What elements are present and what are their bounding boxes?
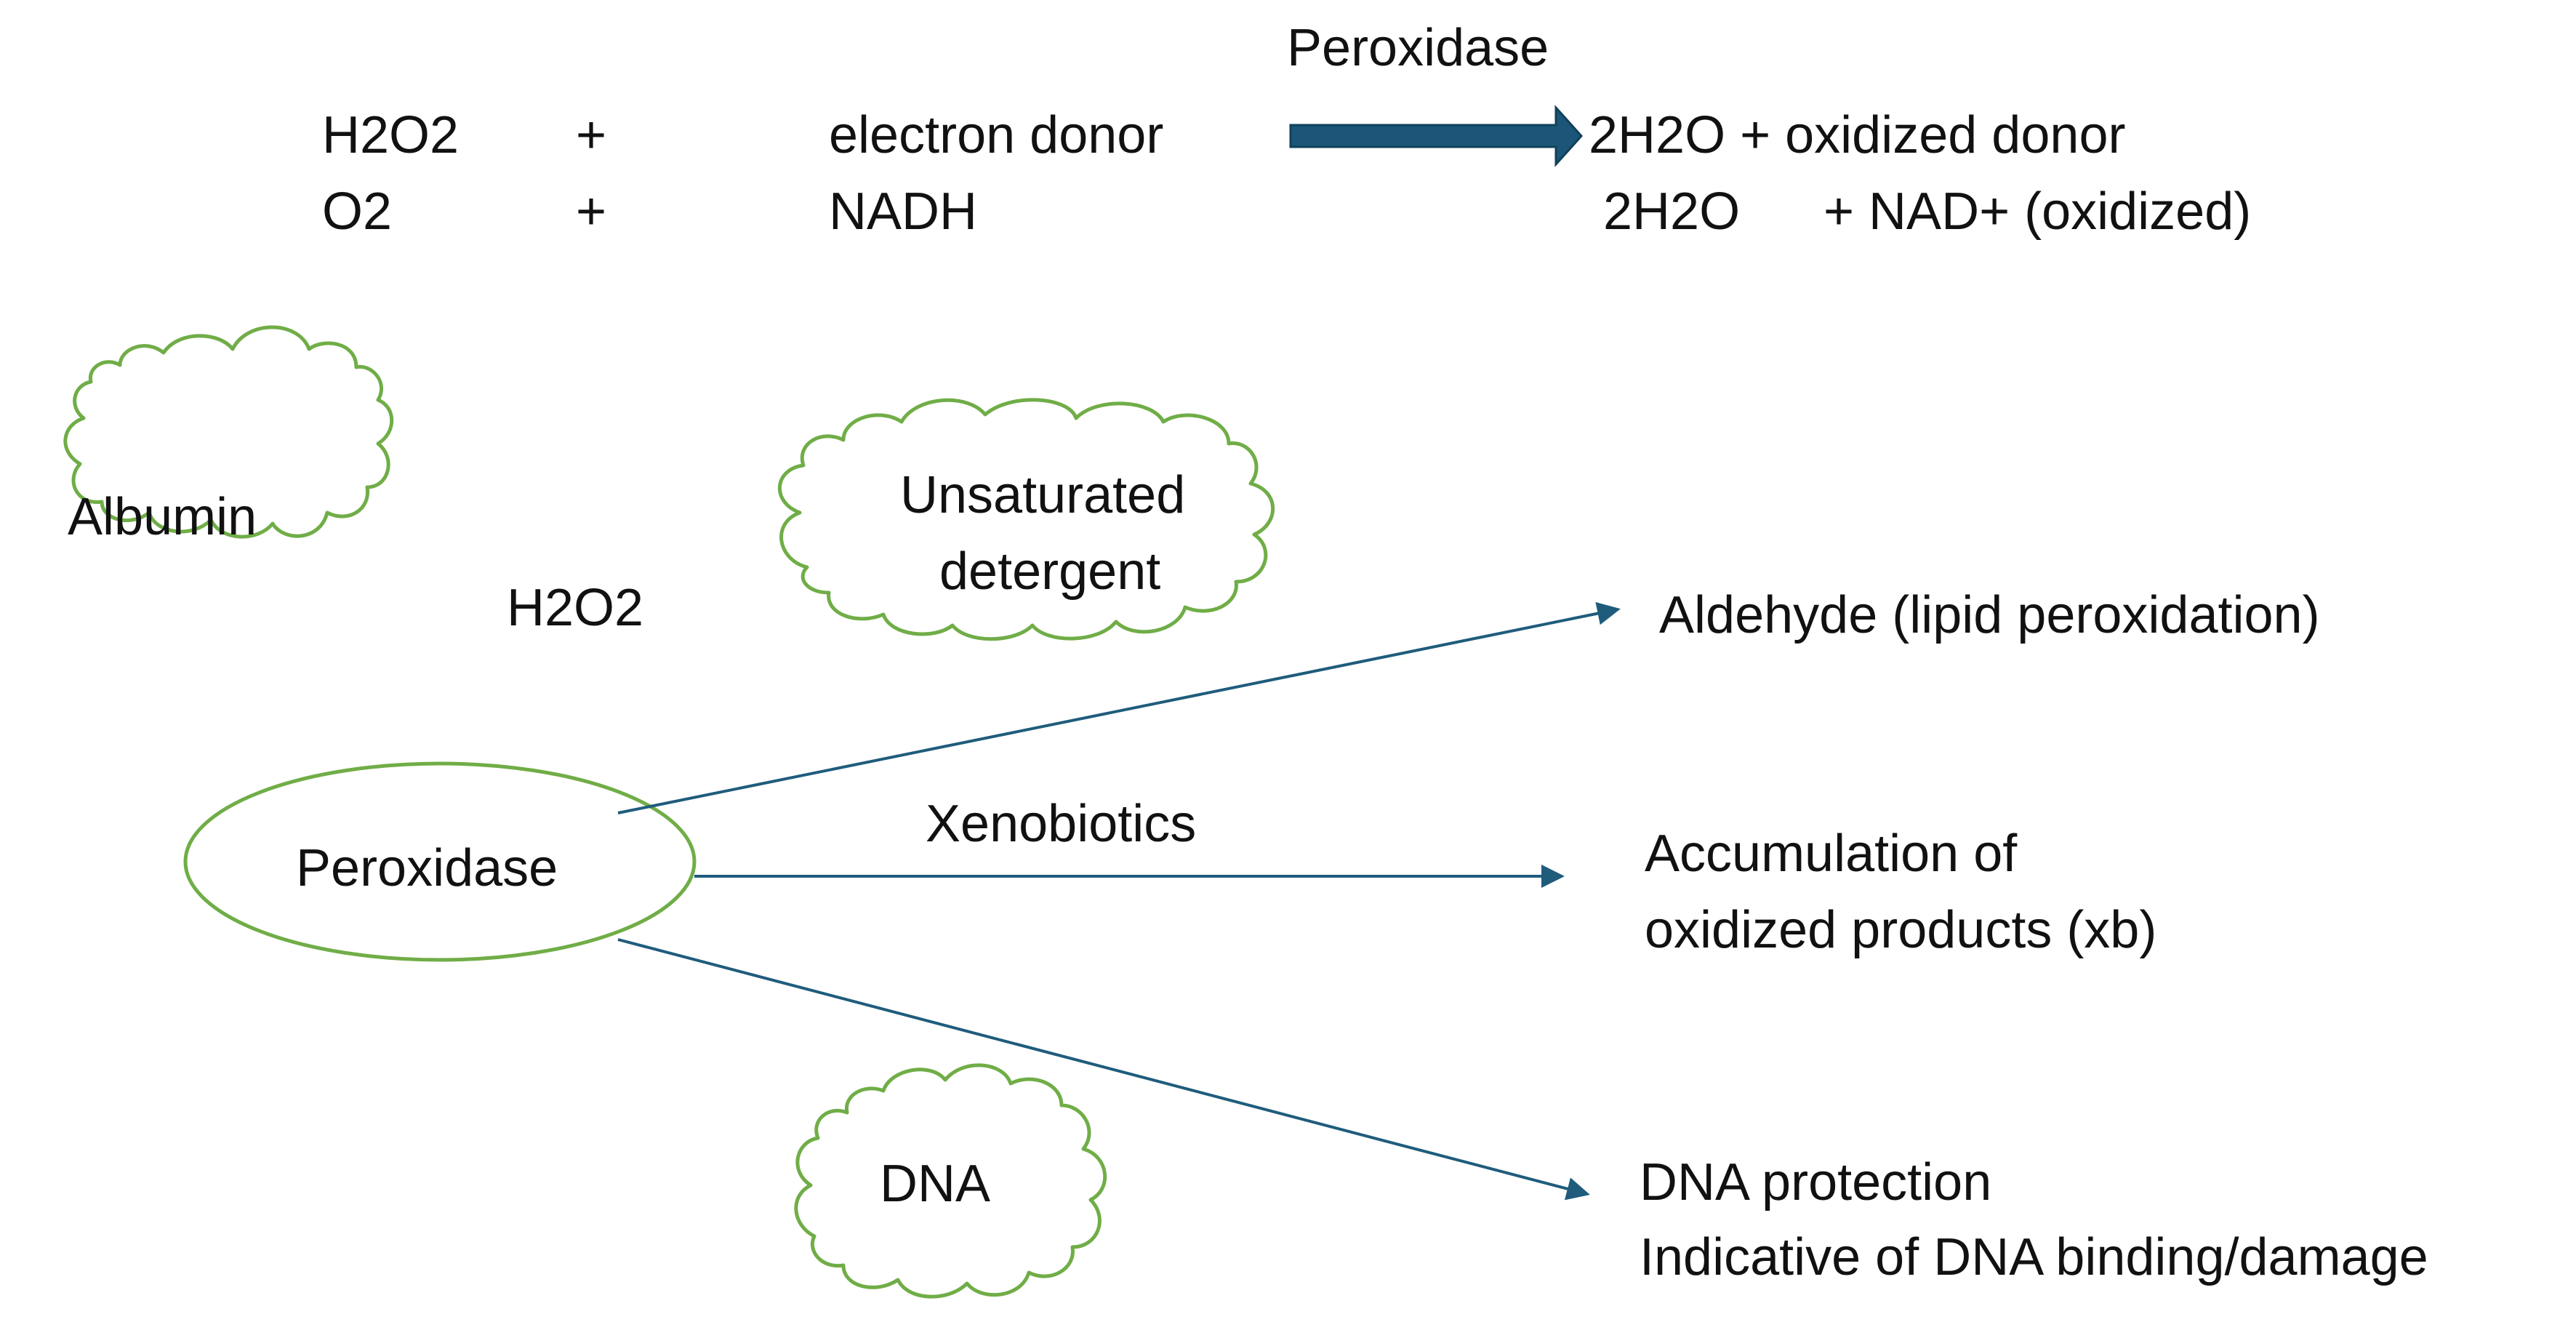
row1-donor: electron donor — [829, 106, 1164, 164]
peroxidase-node-label: Peroxidase — [296, 839, 558, 897]
row1-product: 2H2O + oxidized donor — [1589, 106, 2126, 164]
row2-plus: + — [576, 183, 607, 241]
row2-product-water: 2H2O — [1603, 183, 1741, 241]
detergent-label-line1: Unsaturated — [900, 466, 1186, 524]
row1-reactant: H2O2 — [322, 106, 460, 164]
reaction-block-arrow — [1289, 105, 1584, 167]
albumin-label: Albumin — [68, 488, 257, 546]
outcome-dna-line1: DNA protection — [1640, 1153, 1992, 1211]
dna-cloud-label: DNA — [880, 1155, 991, 1213]
row2-reactant: O2 — [322, 183, 393, 241]
row2-donor: NADH — [829, 183, 978, 241]
detergent-cloud-shape — [778, 398, 1275, 641]
arrow-to-dna-protection — [617, 938, 1590, 1201]
xenobiotics-label: Xenobiotics — [926, 795, 1197, 853]
reaction-enzyme-label: Peroxidase — [1287, 19, 1549, 77]
h2o2-label: H2O2 — [507, 579, 644, 637]
peroxidase-node-ellipse — [183, 761, 697, 962]
outcome-aldehyde: Aldehyde (lipid peroxidation) — [1659, 586, 2320, 644]
outcome-accumulation-line1: Accumulation of — [1645, 825, 2018, 883]
outcome-accumulation-line2: oxidized products (xb) — [1645, 901, 2157, 959]
dna-cloud-shape — [794, 1063, 1107, 1299]
row1-plus: + — [576, 106, 607, 164]
albumin-cloud-shape — [63, 325, 394, 539]
detergent-label-line2: detergent — [939, 542, 1161, 601]
outcome-dna-line2: Indicative of DNA binding/damage — [1640, 1228, 2428, 1286]
arrow-to-aldehyde — [617, 601, 1621, 814]
row2-product-nad: + NAD+ (oxidized) — [1823, 183, 2252, 241]
